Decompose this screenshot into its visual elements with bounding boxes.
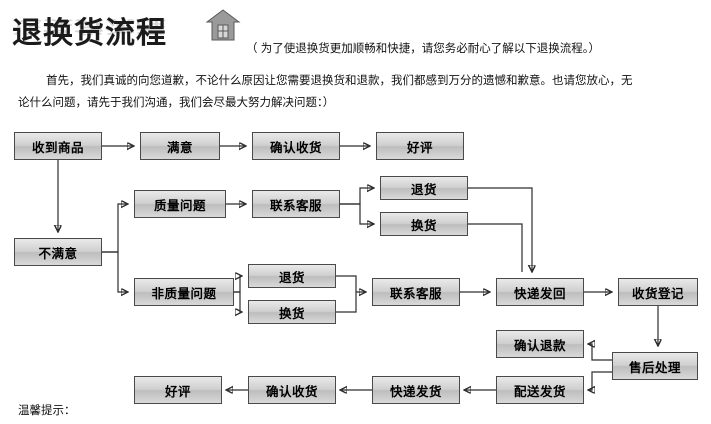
node-after-sales: 售后处理 xyxy=(612,352,698,380)
footer-note: 温馨提示： xyxy=(18,405,76,417)
node-confirm-receipt-top: 确认收货 xyxy=(252,132,340,160)
node-exchange-2: 换货 xyxy=(248,300,336,324)
node-receive-goods: 收到商品 xyxy=(14,132,102,160)
node-confirm-receipt-bottom: 确认收货 xyxy=(248,376,336,404)
node-contact-service-2: 联系客服 xyxy=(372,278,460,306)
node-good-review-bottom: 好评 xyxy=(134,376,222,404)
node-return-2: 退货 xyxy=(248,264,336,288)
page-subtitle: （ 为了使退换货更加顺畅和快捷，请您务必耐心了解以下退换流程。） xyxy=(246,43,600,55)
node-dispatch-shipment: 配送发货 xyxy=(496,376,584,404)
node-return-1: 退货 xyxy=(380,176,468,200)
node-exchange-1: 换货 xyxy=(380,212,468,236)
intro-line-1: 首先，我们真诚的向您道歉，不论什么原因让您需要退换货和退款，我们都感到万分的遗憾… xyxy=(46,75,633,87)
node-receipt-register: 收货登记 xyxy=(618,278,698,306)
page-title: 退换货流程 xyxy=(12,16,167,51)
node-satisfied: 满意 xyxy=(140,132,220,160)
node-unsatisfied: 不满意 xyxy=(14,238,102,266)
intro-paragraph: 首先，我们真诚的向您道歉，不论什么原因让您需要退换货和退款，我们都感到万分的遗憾… xyxy=(18,70,694,114)
node-quality-issue: 质量问题 xyxy=(134,190,226,218)
node-express-send-back: 快递发回 xyxy=(496,278,584,306)
node-non-quality-issue: 非质量问题 xyxy=(134,278,234,306)
node-confirm-refund: 确认退款 xyxy=(496,330,584,358)
intro-line-2: 论什么问题，请先于我们沟通，我们会尽最大努力解决问题：） xyxy=(18,97,335,109)
house-icon xyxy=(205,9,241,41)
node-good-review-top: 好评 xyxy=(376,132,464,160)
node-contact-service-1: 联系客服 xyxy=(252,190,340,218)
node-express-ship: 快递发货 xyxy=(372,376,460,404)
